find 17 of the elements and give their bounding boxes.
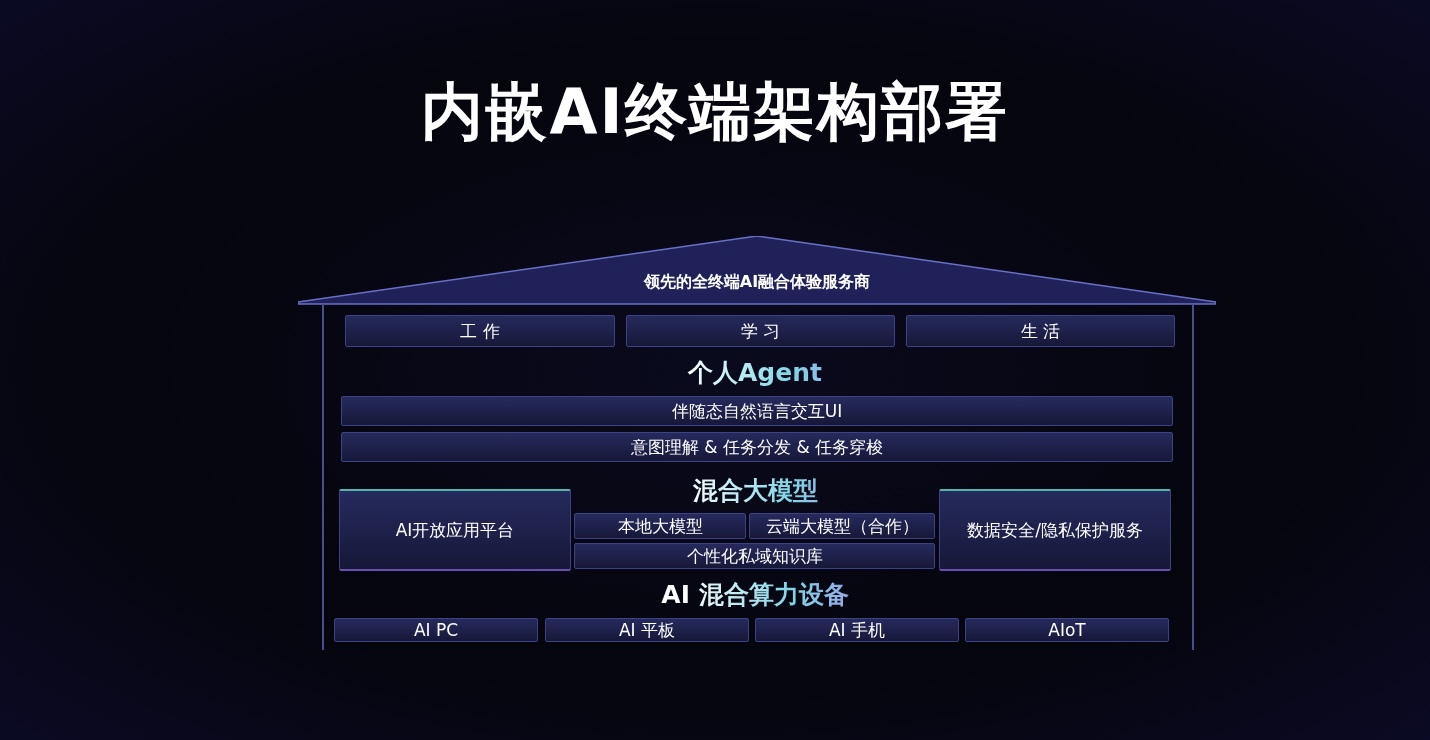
layer-box: 本地大模型	[574, 513, 746, 539]
layer-box: 伴随态自然语言交互UI	[341, 396, 1173, 426]
page-title: 内嵌AI终端架构部署	[420, 74, 1010, 150]
layer-box: 意图理解 & 任务分发 & 任务穿梭	[341, 432, 1173, 462]
layer-box: AI 手机	[755, 618, 959, 642]
layer-box: 学 习	[626, 315, 895, 347]
platform-panel: AI开放应用平台	[339, 489, 571, 571]
layer-box: AI 平板	[545, 618, 749, 642]
layer-box: AIoT	[965, 618, 1169, 642]
layer-box: 个性化私域知识库	[574, 543, 935, 569]
roof-title: 领先的全终端AI融合体验服务商	[642, 272, 872, 293]
platform-panel: 数据安全/隐私保护服务	[939, 489, 1171, 571]
layer-box: 生 活	[906, 315, 1175, 347]
house-frame	[298, 236, 1216, 650]
layer-box: 工 作	[345, 315, 615, 347]
layer-box: AI PC	[334, 618, 538, 642]
layer-box: 云端大模型（合作）	[749, 513, 935, 539]
